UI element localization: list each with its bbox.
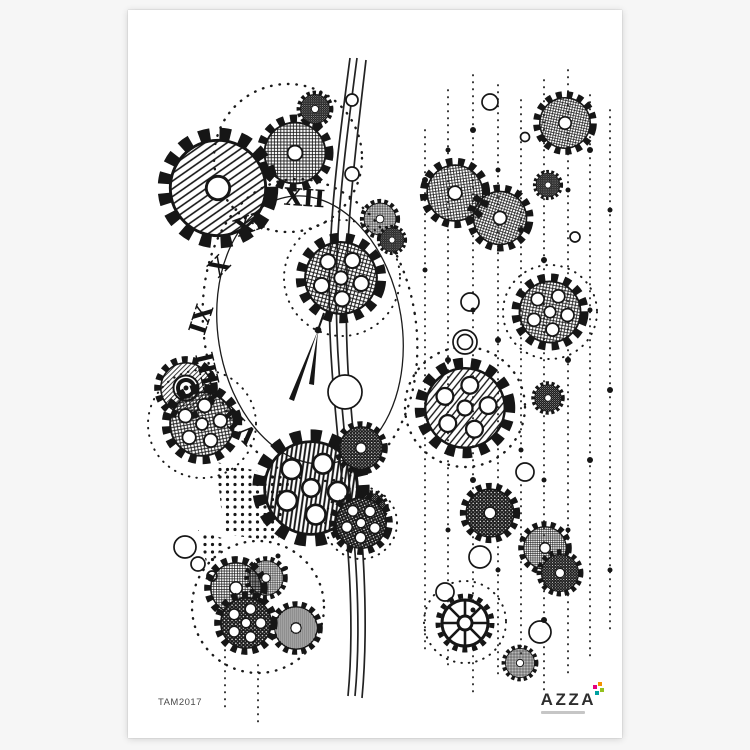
brand-logo-color-dots: [593, 682, 604, 696]
gear-icon: [272, 604, 320, 652]
gear-icon: [463, 486, 517, 540]
wheel-gear-icon: [435, 593, 495, 653]
gear-icon: [501, 644, 539, 682]
steampunk-clock-illustration: XII XI X IX VIII VII: [147, 57, 613, 723]
gear-icon: [531, 381, 565, 415]
gear-cluster-left: [155, 90, 408, 653]
gear-icon: [416, 359, 515, 458]
ornament-circles: [173, 93, 581, 644]
gear-icon: [532, 169, 564, 201]
gear-icon: [291, 228, 390, 327]
gear-icon: [247, 559, 286, 598]
gear-icon: [531, 89, 599, 157]
clock-hands: [289, 312, 325, 401]
gear-icon: [218, 595, 275, 652]
clock-numeral: X: [202, 249, 236, 283]
brand-name: AZZA: [540, 690, 596, 709]
gear-icon: [296, 90, 334, 128]
gear-icon: [539, 552, 581, 594]
brand-tagline-bar: [540, 711, 585, 714]
clock-numeral: IX: [183, 300, 220, 338]
ribbon-lines: [328, 57, 367, 699]
gear-icon: [510, 272, 590, 352]
gear-icon: [261, 119, 330, 188]
gear-icon: [376, 224, 408, 256]
string-accent-dots: [275, 127, 613, 623]
gear-icon: [337, 424, 385, 472]
gear-cluster-right: [416, 89, 599, 682]
stamp-sheet: XII XI X IX VIII VII: [128, 10, 622, 738]
sheet-code: TAM2017: [158, 697, 202, 708]
brand-logo: AZZA: [540, 682, 604, 714]
